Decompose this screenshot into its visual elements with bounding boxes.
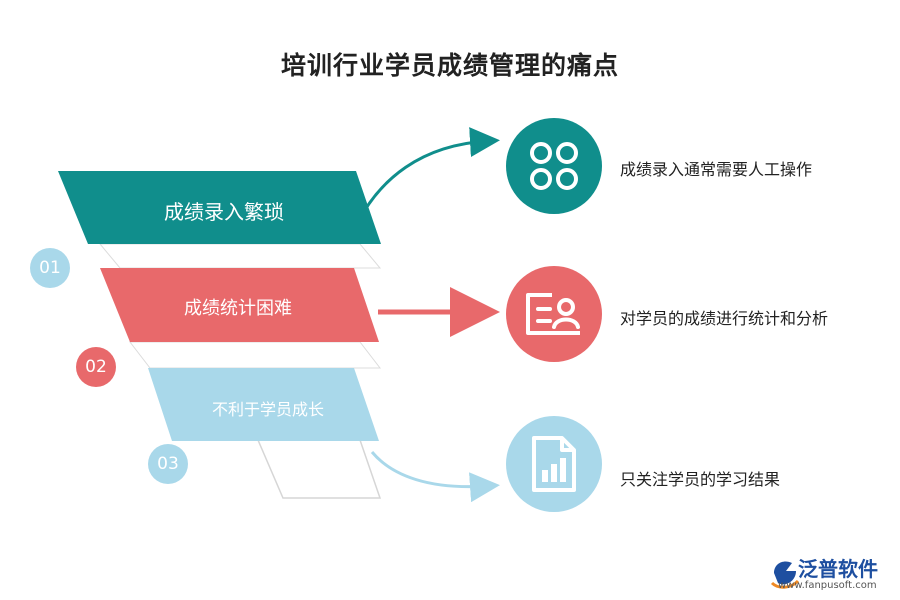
band-label-3: 不利于学员成长	[212, 400, 325, 419]
connector-arrow-1	[356, 127, 500, 223]
profile-card-icon	[526, 293, 580, 335]
item-text-2: 对学员的成绩进行统计和分析	[620, 309, 829, 328]
number-badge-2: 02	[76, 347, 116, 387]
icon-circle-3	[506, 416, 602, 512]
number-badge-3: 03	[148, 444, 188, 484]
connector-arrow-3	[370, 451, 500, 503]
fanpu-logo-icon	[770, 561, 800, 589]
band-3	[148, 368, 379, 441]
number-badge-1: 01	[30, 248, 70, 288]
logo-url: www.fanpusoft.com	[778, 580, 877, 591]
logo-name: 泛普软件	[798, 557, 878, 581]
band-label-2: 成绩统计困难	[184, 298, 292, 319]
icon-circle-1	[506, 118, 602, 214]
page-title: 培训行业学员成绩管理的痛点	[280, 51, 619, 80]
fold-1	[98, 243, 382, 269]
band-1	[58, 171, 381, 244]
item-text-1: 成绩录入通常需要人工操作	[620, 160, 813, 179]
band-label-1: 成绩录入繁琐	[164, 200, 284, 224]
item-text-3: 只关注学员的学习结果	[620, 470, 781, 489]
icon-circle-2	[506, 266, 602, 362]
fold-3	[256, 439, 382, 499]
grid-circles-icon	[530, 142, 578, 190]
fold-2	[128, 341, 382, 369]
report-chart-icon	[532, 436, 576, 492]
band-2	[100, 268, 379, 342]
